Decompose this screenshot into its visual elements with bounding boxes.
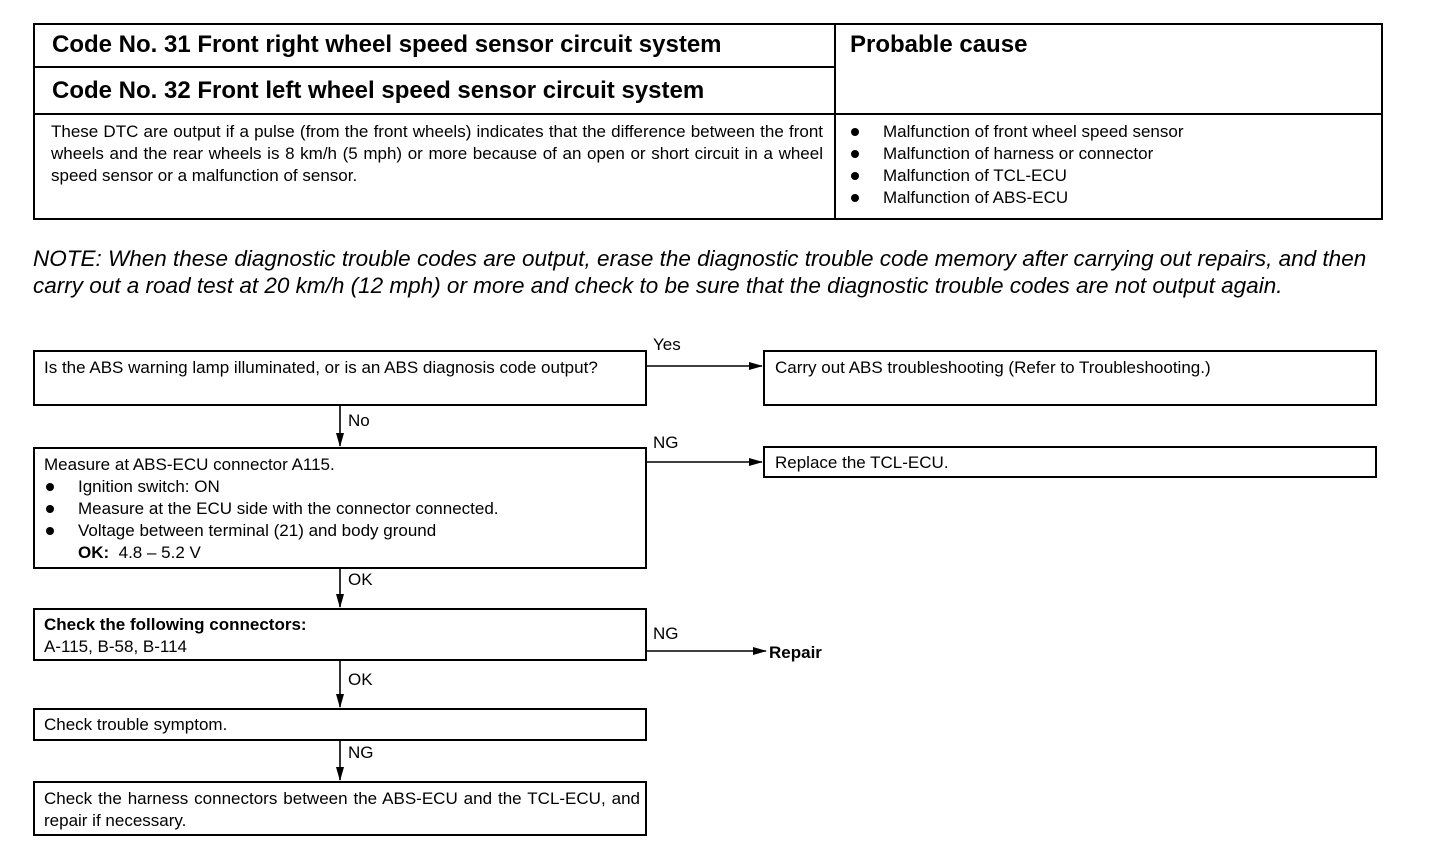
abs-troubleshooting-box: Carry out ABS troubleshooting (Refer to … — [763, 350, 1377, 406]
step3-connectors: A-115, B-58, B-114 — [44, 637, 188, 656]
step2-item: Voltage between terminal (21) and body g… — [44, 520, 645, 542]
step2-ok-label: OK: — [78, 543, 110, 562]
step2-title: Measure at ABS-ECU connector A115. — [44, 455, 335, 474]
code-31-title: Code No. 31 Front right wheel speed sens… — [52, 31, 722, 58]
header-divider-titles — [33, 113, 1383, 115]
header-divider-vertical — [834, 23, 836, 220]
probable-cause-list: Malfunction of front wheel speed sensor … — [849, 121, 1184, 209]
label-no: No — [348, 411, 370, 430]
repair-action: Repair — [769, 643, 822, 662]
step3-title: Check the following connectors: — [44, 615, 307, 634]
header-table — [33, 23, 1383, 220]
cause-item: Malfunction of harness or connector — [849, 143, 1184, 165]
header-divider-codes — [33, 66, 835, 68]
step1-box: Is the ABS warning lamp illuminated, or … — [33, 350, 647, 406]
step2-ok-value: 4.8 – 5.2 V — [118, 543, 201, 562]
step2-box: Measure at ABS-ECU connector A115. Ignit… — [33, 447, 647, 569]
step2-item: Measure at the ECU side with the connect… — [44, 498, 645, 520]
code-32-title: Code No. 32 Front left wheel speed senso… — [52, 77, 705, 104]
step4-box: Check trouble symptom. — [33, 708, 647, 741]
replace-tcl-ecu-text: Replace the TCL-ECU. — [775, 453, 949, 472]
step1-text: Is the ABS warning lamp illuminated, or … — [44, 358, 598, 377]
step5-text: Check the harness connectors between the… — [44, 789, 640, 830]
step5-box: Check the harness connectors between the… — [33, 781, 647, 836]
label-ok-1: OK — [348, 570, 373, 589]
probable-cause-title: Probable cause — [850, 31, 1028, 58]
step2-ok-line: OK: 4.8 – 5.2 V — [44, 542, 645, 564]
label-yes: Yes — [653, 335, 681, 354]
label-ng-down: NG — [348, 743, 374, 762]
cause-item: Malfunction of front wheel speed sensor — [849, 121, 1184, 143]
label-ng-replace: NG — [653, 433, 679, 452]
replace-tcl-ecu-box: Replace the TCL-ECU. — [763, 446, 1377, 478]
abs-troubleshooting-text: Carry out ABS troubleshooting (Refer to … — [775, 358, 1211, 377]
step2-item: Ignition switch: ON — [44, 476, 645, 498]
step2-list: Ignition switch: ON Measure at the ECU s… — [44, 476, 645, 542]
step4-text: Check trouble symptom. — [44, 715, 228, 734]
label-ng-repair: NG — [653, 624, 679, 643]
step3-box: Check the following connectors: A-115, B… — [33, 608, 647, 661]
label-ok-2: OK — [348, 670, 373, 689]
note-text: NOTE: When these diagnostic trouble code… — [33, 246, 1367, 298]
cause-item: Malfunction of ABS-ECU — [849, 187, 1184, 209]
dtc-description: These DTC are output if a pulse (from th… — [51, 122, 823, 185]
cause-item: Malfunction of TCL-ECU — [849, 165, 1184, 187]
